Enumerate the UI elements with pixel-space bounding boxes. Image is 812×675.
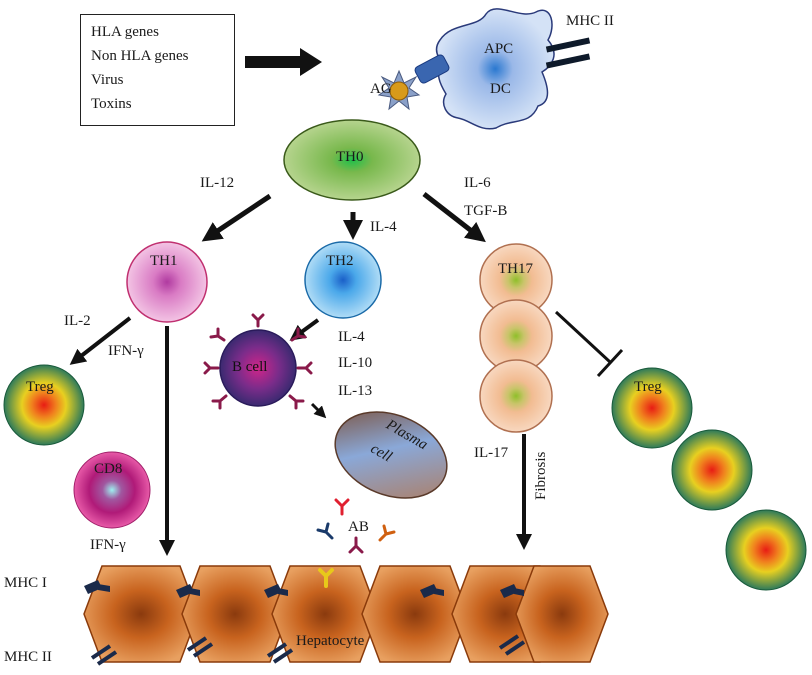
dc-label: DC — [490, 81, 511, 97]
inhibition-th17-treg — [554, 310, 612, 364]
th2-label: TH2 — [326, 253, 354, 269]
apc-label: APC — [484, 41, 514, 57]
th17-cell — [479, 359, 553, 433]
mhc2-bottom-label: MHC II — [4, 649, 52, 665]
th0-cell — [283, 119, 421, 201]
mhc1-bottom-label: MHC I — [4, 575, 47, 591]
arrow-th2-bcell — [289, 318, 320, 341]
arrow-th1-treg — [69, 316, 132, 365]
mhc2-bar — [545, 53, 591, 69]
il2-label: IL-2 — [64, 313, 91, 329]
treg-label: Treg — [26, 379, 54, 395]
th1-cell — [126, 241, 208, 323]
arrow-bcell-plasma — [310, 402, 327, 419]
hepatocyte-cell — [181, 565, 289, 663]
il12-label: IL-12 — [200, 175, 235, 191]
th2-cell — [304, 241, 382, 319]
cd8-label: CD8 — [94, 461, 123, 477]
th2-cytokine-il10: IL-10 — [338, 355, 373, 371]
treg-cell — [3, 364, 85, 446]
th2-cytokine-il4: IL-4 — [338, 329, 365, 345]
hepatocyte-label: Hepatocyte — [296, 633, 365, 649]
treg-cell — [725, 509, 807, 591]
th1-label: TH1 — [150, 253, 178, 269]
ifn-gamma-cd8-label: IFN-γ — [90, 537, 126, 553]
hepatocyte-cell — [271, 565, 379, 663]
fibrosis-label: Fibrosis — [533, 451, 549, 500]
factor-item: Non HLA genes — [91, 48, 189, 64]
il4-label: IL-4 — [370, 219, 397, 235]
mhc1-receptors — [84, 580, 524, 598]
free-antibodies — [316, 498, 396, 554]
treg-label-right: Treg — [634, 379, 662, 395]
mhc-yellow-antibody — [318, 568, 334, 588]
th0-label: TH0 — [336, 149, 364, 165]
risk-factors-box: HLA genes Non HLA genes Virus Toxins — [80, 14, 235, 126]
th17-label: TH17 — [498, 261, 533, 277]
inhibition-bar — [596, 348, 624, 378]
tgfb-label: TGF-B — [464, 203, 508, 219]
mhc2-bar — [545, 37, 591, 53]
treg-cell — [611, 367, 693, 449]
il6-label: IL-6 — [464, 175, 491, 191]
mhc2-top-label: MHC II — [566, 13, 614, 29]
treg-cell — [671, 429, 753, 511]
b-cell — [219, 329, 297, 407]
ifn-gamma-th1-label: IFN-γ — [108, 343, 144, 359]
hepatocyte-row — [83, 565, 609, 663]
arrow-th0-th1 — [201, 193, 272, 242]
il17-label: IL-17 — [474, 445, 509, 461]
cd8-cell — [73, 451, 151, 529]
arrow-th0-th17 — [422, 192, 486, 243]
apc-receptor — [414, 54, 450, 84]
ag-label: AG — [370, 81, 392, 97]
antigen-ag-icon — [377, 69, 421, 111]
big-arrow — [245, 48, 322, 76]
factor-item: HLA genes — [91, 24, 159, 40]
plasma-cell — [334, 411, 448, 499]
bcell-label: B cell — [232, 359, 268, 375]
factor-item: Virus — [91, 72, 124, 88]
ab-label: AB — [348, 519, 369, 535]
th2-cytokine-il13: IL-13 — [338, 383, 373, 399]
hepatocyte-cell — [515, 565, 609, 663]
mhc2-receptors — [90, 634, 526, 666]
hepatocyte-cell — [83, 565, 199, 663]
bcell-antibodies — [203, 313, 313, 410]
factor-item: Toxins — [91, 96, 132, 112]
apc-dc-cell — [435, 8, 555, 130]
